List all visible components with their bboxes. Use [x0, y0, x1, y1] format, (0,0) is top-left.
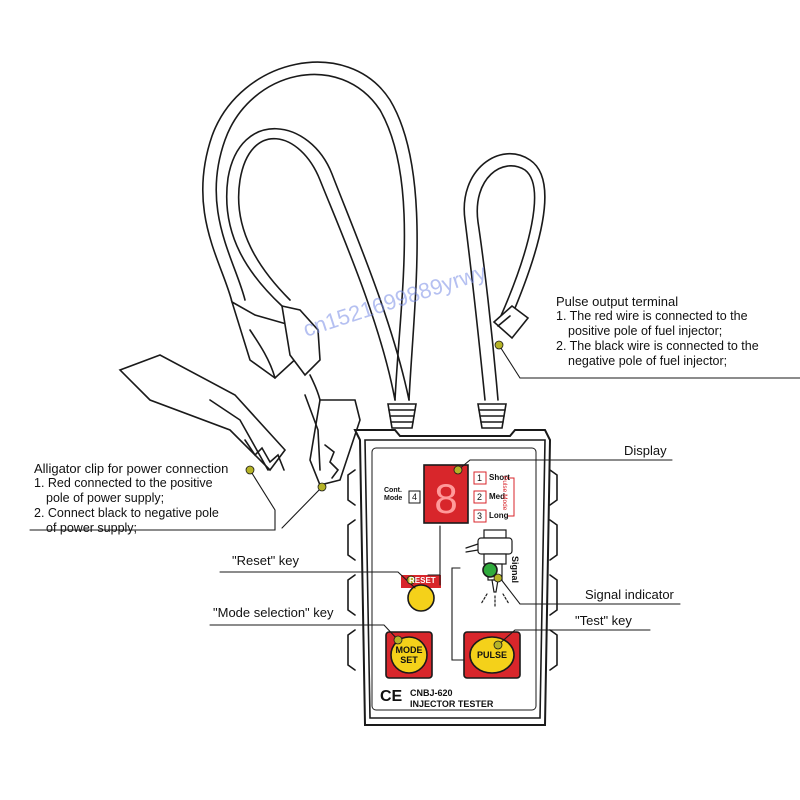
pulse-mode-label: Pulse Mode	[501, 476, 508, 511]
alligator-title: Alligator clip for power connection	[34, 461, 229, 476]
seven-segment-display: 8	[423, 464, 469, 524]
mode-number-1: 1	[477, 473, 483, 483]
pulse-button[interactable]: PULSE	[476, 650, 507, 660]
pulse-output-line: 1. The red wire is connected to the	[556, 309, 748, 323]
mode-label-long: Long	[489, 511, 509, 520]
cont-mode-number: 4	[412, 492, 418, 502]
signal-led	[482, 562, 498, 578]
callout-dots	[245, 340, 504, 650]
reset-key-callout: "Reset" key	[232, 553, 300, 568]
mode-number-3: 3	[477, 511, 483, 521]
alligator-line: pole of power supply;	[46, 491, 165, 505]
signal-indicator-callout: Signal indicator	[585, 587, 674, 602]
cont-mode-label: Cont. Mode	[384, 487, 403, 502]
pulse-output-title: Pulse output terminal	[556, 294, 679, 309]
mode-label-med: Med	[489, 492, 505, 501]
mode-indicators	[408, 471, 515, 523]
pulse-output-line: negative pole of fuel injector;	[568, 354, 728, 368]
cable-boot-right	[477, 403, 507, 429]
alligator-clip-black	[281, 304, 361, 486]
svg-text:8: 8	[434, 475, 457, 522]
cable-boot-left	[387, 403, 417, 429]
alligator-line: 1. Red connected to the positive	[34, 476, 213, 490]
test-key-callout: "Test" key	[575, 613, 632, 628]
alligator-callout: Alligator clip for power connection 1. R…	[34, 461, 228, 536]
alligator-clip-red	[118, 300, 301, 472]
pulse-button-graphic	[463, 631, 521, 679]
alligator-line: 2. Connect black to negative pole	[34, 506, 219, 520]
mode-label-short: Short	[489, 473, 510, 482]
mode-key-callout: "Mode selection" key	[213, 605, 334, 620]
alligator-line: of power supply;	[46, 521, 138, 535]
model-label: CNBJ-620	[410, 688, 453, 698]
pulse-output-callout: Pulse output terminal 1. The red wire is…	[556, 294, 759, 369]
mode-set-label-1: MODE	[395, 645, 423, 655]
device-name-label: INJECTOR TESTER	[410, 699, 494, 709]
mode-set-button[interactable]: MODE SET	[392, 645, 426, 665]
mode-set-label-2: SET	[400, 655, 418, 665]
pulse-output-line: 2. The black wire is connected to the	[556, 339, 759, 353]
mode-number-2: 2	[477, 492, 483, 502]
pulse-output-line: positive pole of fuel injector;	[568, 324, 723, 338]
pulse-output-plug	[492, 304, 530, 340]
display-callout: Display	[624, 443, 667, 458]
signal-label: Signal	[510, 556, 520, 584]
reset-button[interactable]: RESET	[409, 576, 436, 585]
ce-mark: CE	[380, 688, 403, 705]
pulse-cable	[463, 153, 546, 401]
power-cable	[202, 61, 418, 401]
